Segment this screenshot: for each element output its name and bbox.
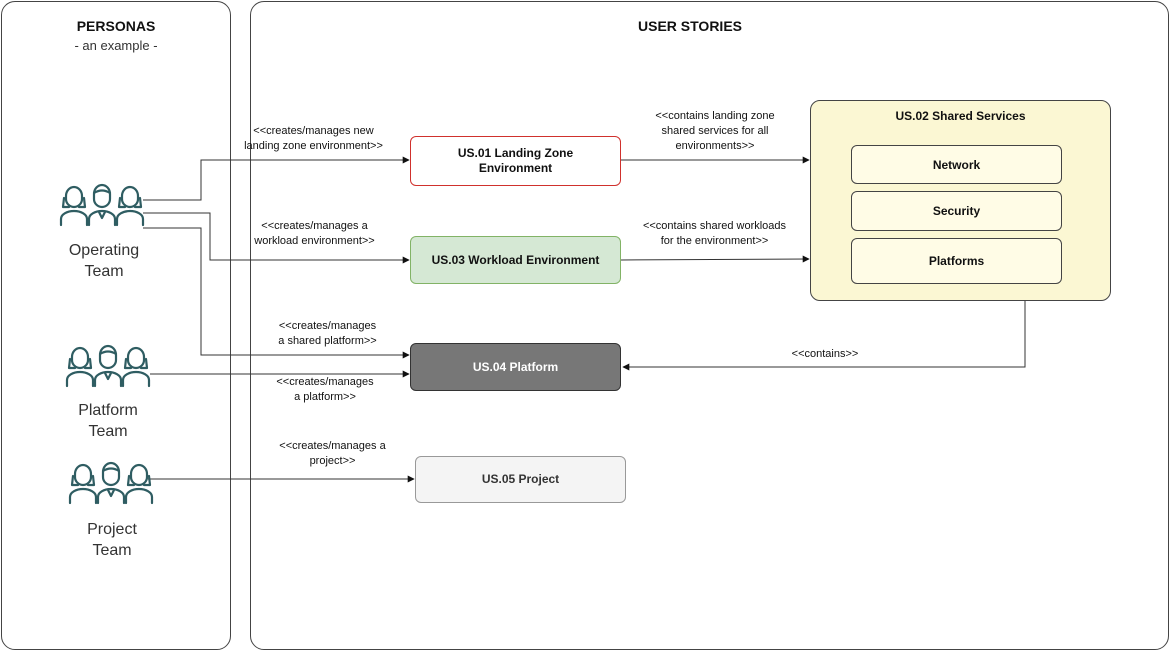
us04-platform-box[interactable]: US.04 Platform <box>410 343 621 391</box>
edge-label-contains-workloads: <<contains shared workloads for the envi… <box>622 219 807 249</box>
personas-subtitle: - an example - <box>74 38 158 53</box>
us01-label-line2: Environment <box>478 161 553 175</box>
edge-label-line: project>> <box>309 455 356 467</box>
platform-team-name-line1: Platform <box>78 402 138 419</box>
platform-team <box>64 343 152 394</box>
project-team-name-line2: Team <box>92 542 132 559</box>
personas-title: PERSONAS <box>76 18 156 34</box>
edge-label-line: <<contains landing zone <box>655 110 775 122</box>
security-label: Security <box>932 204 981 218</box>
edge-label-creates-shared-platform: <<creates/manages a shared platform>> <box>250 319 405 349</box>
edge-label-line: a platform>> <box>294 391 356 403</box>
edge-label-line: <<creates/manages new <box>253 125 374 137</box>
edge-label-line: for the environment>> <box>660 235 769 247</box>
us03-label: US.03 Workload Environment <box>431 252 600 267</box>
operating-team-name-line2: Team <box>84 263 124 280</box>
operating-team <box>58 182 146 233</box>
security-box[interactable]: Security <box>851 191 1062 231</box>
edge-operating-to-us04 <box>143 227 410 359</box>
edge-label-line: <<creates/manages <box>276 376 374 388</box>
edge-label-line: environments>> <box>675 140 755 152</box>
network-box[interactable]: Network <box>851 145 1062 184</box>
us03-workload-box[interactable]: US.03 Workload Environment <box>410 236 621 284</box>
edge-label-line: workload environment>> <box>254 235 375 247</box>
platform-team-name: Platform Team <box>48 400 168 442</box>
team-icon <box>65 344 151 388</box>
edge-label-line: <<creates/manages a <box>279 440 386 452</box>
us05-project-box[interactable]: US.05 Project <box>415 456 626 503</box>
us01-landing-zone-box[interactable]: US.01 Landing Zone Environment <box>410 136 621 186</box>
edge-label-line: landing zone environment>> <box>244 140 383 152</box>
network-label: Network <box>932 157 981 172</box>
us02-title: US.02 Shared Services <box>895 109 1026 123</box>
us04-label: US.04 Platform <box>472 359 559 374</box>
edge-label-creates-workload: <<creates/manages a workload environment… <box>232 219 397 249</box>
platform-team-name-line2: Team <box>88 423 128 440</box>
edge-label-creates-project: <<creates/manages a project>> <box>250 439 415 469</box>
edge-us03-to-us02 <box>620 255 810 263</box>
edge-label-contains-landing-zone: <<contains landing zone shared services … <box>635 109 795 154</box>
operating-team-name-line1: Operating <box>68 242 140 259</box>
project-team-name: Project Team <box>52 519 172 561</box>
personas-panel <box>1 1 231 650</box>
operating-team-name: Operating Team <box>44 240 164 282</box>
team-icon <box>59 183 145 227</box>
edge-label-creates-platform: <<creates/manages a platform>> <box>250 375 400 405</box>
edge-operating-to-us03 <box>143 212 410 264</box>
user-stories-title: USER STORIES <box>638 18 742 34</box>
us01-label-line1: US.01 Landing Zone <box>457 146 574 160</box>
platforms-box[interactable]: Platforms <box>851 238 1062 284</box>
edge-label-line: <<creates/manages a <box>261 220 368 232</box>
us02-shared-services-box[interactable]: US.02 Shared Services Network Security P… <box>810 100 1111 301</box>
edge-label-line: shared services for all <box>661 125 769 137</box>
project-team-name-line1: Project <box>87 521 137 538</box>
us05-label: US.05 Project <box>481 472 560 486</box>
team-icon <box>68 461 154 505</box>
edge-platforms-to-us04 <box>622 283 1026 371</box>
edge-label-line: <<contains shared workloads <box>642 220 787 232</box>
edge-label-line: a shared platform>> <box>278 335 377 347</box>
project-team <box>67 460 155 511</box>
edge-label-line: <<creates/manages <box>278 320 377 332</box>
edge-operating-to-us01 <box>143 156 410 201</box>
edge-label-contains: <<contains>> <box>791 348 859 360</box>
edge-label-creates-landing-zone: <<creates/manages new landing zone envir… <box>226 124 401 154</box>
platforms-label: Platforms <box>928 254 985 268</box>
